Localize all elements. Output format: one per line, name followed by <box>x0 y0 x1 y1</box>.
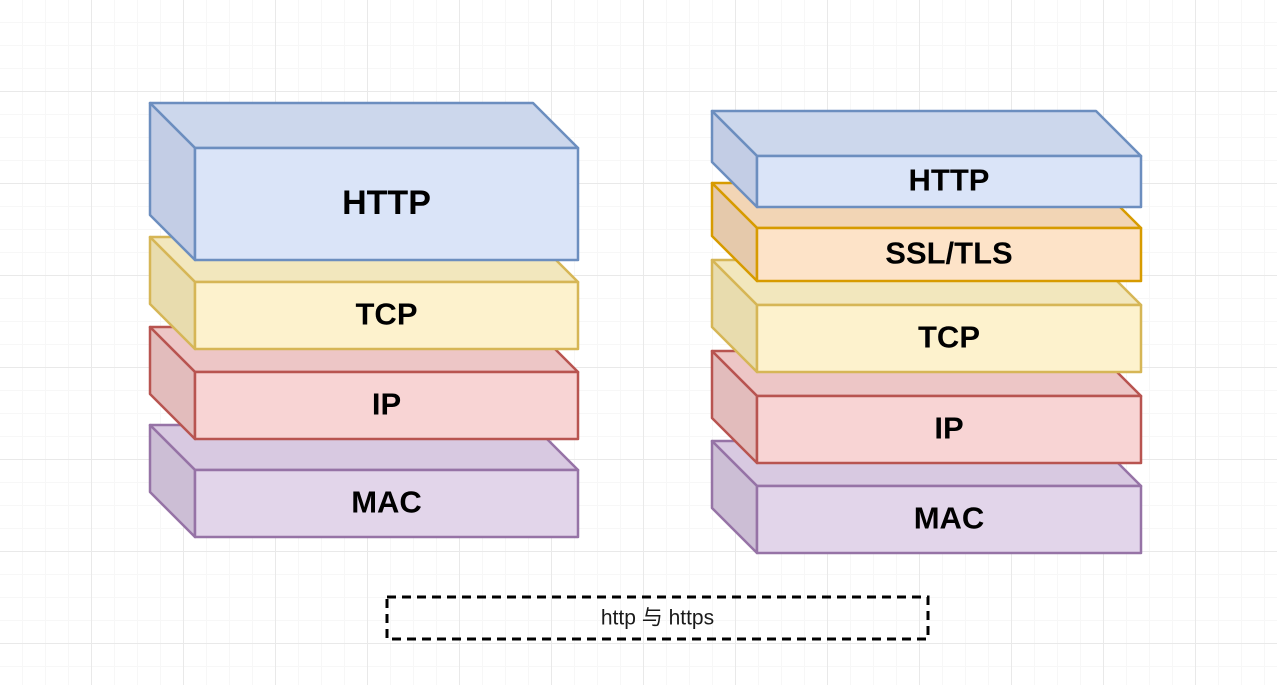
https-stack: MAC IP TCP SSL/TLS HTTP <box>710 109 1143 555</box>
layer-front-face-http <box>755 154 1143 209</box>
layer-label-ip: IP <box>934 411 963 446</box>
stacks-group: MAC IP TCP HTTP MAC IP TCP SSL/TLS HTTP <box>148 101 1143 555</box>
layer-label-mac: MAC <box>914 501 985 536</box>
layer-box-mac[interactable]: MAC <box>148 423 580 539</box>
layer-front-face-ip <box>193 370 580 441</box>
layer-front-face-ip <box>755 394 1143 465</box>
layer-label-tcp: TCP <box>356 297 418 332</box>
layer-front-face-tcp <box>193 280 580 351</box>
layer-box-http[interactable]: HTTP <box>710 109 1143 209</box>
layer-front-face-mac <box>193 468 580 539</box>
note-box-label: http 与 https <box>601 607 714 630</box>
layer-label-mac: MAC <box>351 485 422 520</box>
layer-label-http: HTTP <box>342 184 431 222</box>
layer-box-ip[interactable]: IP <box>710 349 1143 465</box>
http-stack: MAC IP TCP HTTP <box>148 101 580 539</box>
layer-label-ip: IP <box>372 387 401 422</box>
layer-top-face-http <box>148 101 580 150</box>
note-dashed-box <box>385 595 930 641</box>
layer-front-face-tcp <box>755 303 1143 374</box>
layer-front-face-http <box>193 146 580 262</box>
layer-front-face-mac <box>755 484 1143 555</box>
layer-box-http[interactable]: HTTP <box>148 101 580 262</box>
layer-label-ssltls: SSL/TLS <box>885 236 1012 271</box>
layer-top-face-http <box>710 109 1143 158</box>
layer-label-http: HTTP <box>909 163 990 198</box>
note-group: http 与 https <box>385 595 930 641</box>
layer-label-tcp: TCP <box>918 320 980 355</box>
layer-front-face-ssltls <box>755 226 1143 283</box>
